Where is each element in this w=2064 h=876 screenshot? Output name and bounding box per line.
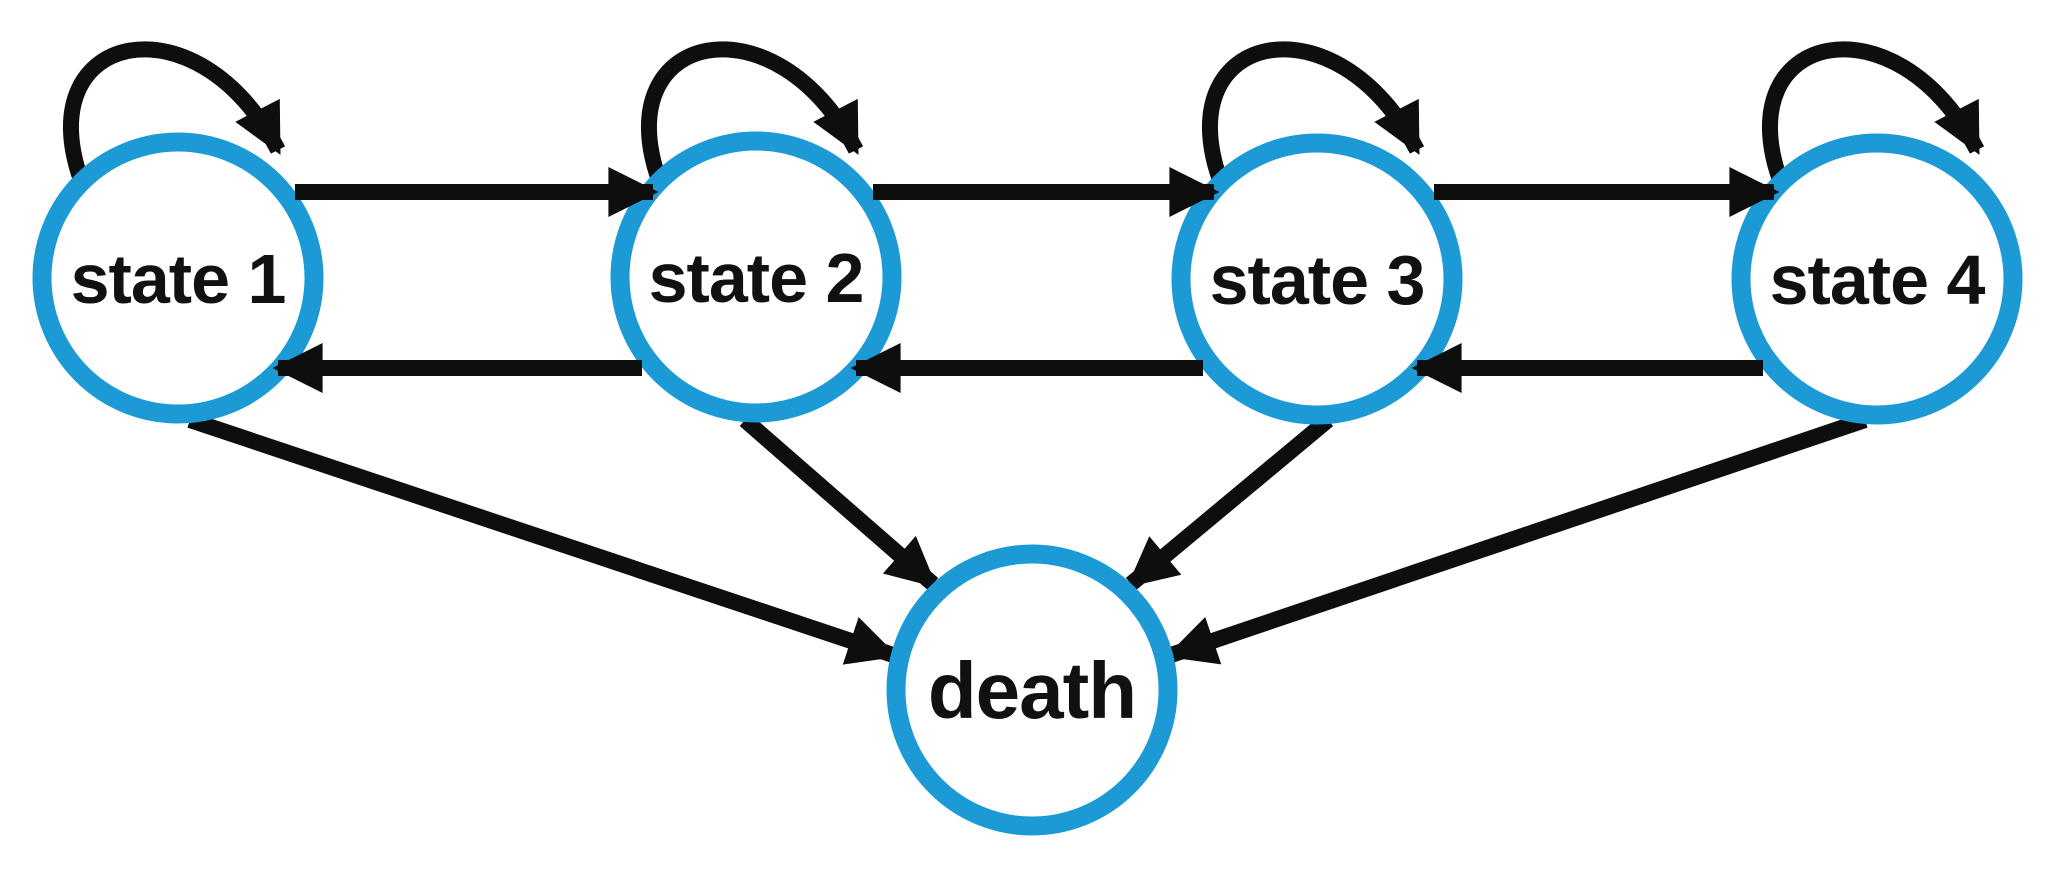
self-loop-state2 [640,41,864,183]
edge-state3-death [1125,413,1334,591]
self-loop-state3 [1201,41,1425,183]
node-label-state4: state 4 [1770,241,1986,319]
edge-state2-death [739,413,939,591]
node-state4: state 4 [1731,133,2023,425]
self-loop-state1 [62,41,286,183]
node-state1: state 1 [32,132,324,424]
node-label-state3: state 3 [1210,241,1425,319]
node-circle-death [886,544,1178,836]
node-state3: state 3 [1171,133,1463,425]
node-label-death: death [928,646,1136,735]
edge-state1-death [187,412,899,665]
node-state2: state 2 [610,131,902,423]
edges-behind-layer [62,41,1985,665]
node-circle-state1 [32,132,324,424]
self-loop-state4 [1761,41,1985,183]
node-death: death [886,544,1178,836]
node-label-state1: state 1 [71,240,286,318]
edges-front-layer [272,166,1780,394]
node-circle-state4 [1731,133,2023,425]
edge-state4-death [1165,412,1868,665]
nodes-layer: state 1 state 2 state 3 state 4 death [32,131,2023,836]
node-circle-state2 [610,131,902,423]
node-label-state2: state 2 [649,239,864,317]
node-circle-state3 [1171,133,1463,425]
